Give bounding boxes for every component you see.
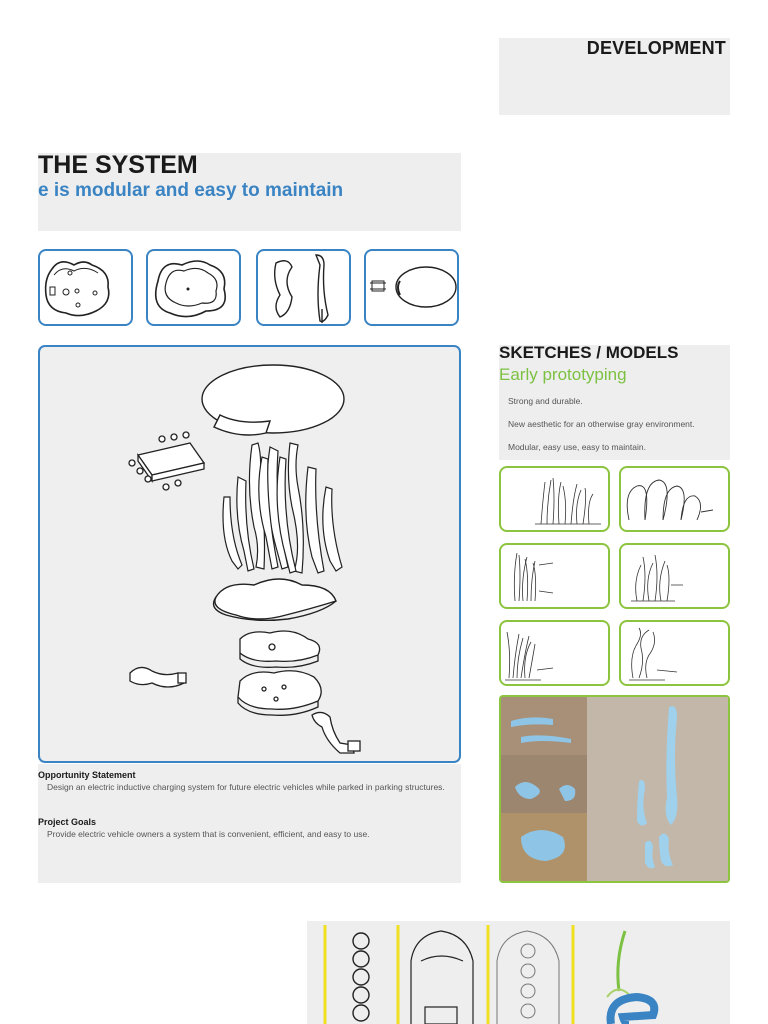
prototype-photo (501, 697, 728, 881)
pad-frame-icon (154, 260, 226, 318)
sketch-thumbnail (499, 543, 610, 609)
thumbnail-chip-and-cover (364, 249, 459, 326)
opportunity-heading: Opportunity Statement (38, 770, 136, 780)
sketches-header: SKETCHES / MODELS Early prototyping Stro… (499, 343, 730, 460)
goals-text: Provide electric vehicle owners a system… (47, 829, 370, 839)
loops-sketch-image (626, 479, 714, 521)
sketches-subtitle: Early prototyping (499, 365, 627, 384)
section-title: DEVELOPMENT (586, 38, 726, 58)
sketch-note: Strong and durable. (508, 396, 583, 406)
exploded-assembly-drawing (128, 364, 361, 754)
connector-stems-icon (273, 254, 329, 323)
wavy-stems-sketch-image (631, 554, 683, 602)
grass-sketch-image (535, 477, 601, 525)
goals-heading: Project Goals (38, 817, 97, 827)
sketch-thumbnail (499, 620, 610, 686)
thumbnail-base-plate (38, 249, 133, 326)
concept-strip-image (323, 925, 659, 1024)
curved-stems-sketch-image (629, 627, 678, 681)
stems-sketch-image (513, 552, 554, 602)
sketch-note: New aesthetic for an otherwise gray envi… (508, 419, 695, 429)
sketch-thumbnail (619, 543, 730, 609)
sketch-thumbnail (619, 466, 730, 532)
sketch-thumbnail (499, 466, 610, 532)
base-plate-icon (44, 261, 110, 317)
bottom-concept-panel (307, 921, 730, 1024)
development-header: DEVELOPMENT (499, 38, 730, 115)
thumbnail-pad-frame (146, 249, 241, 326)
sketches-title: SKETCHES / MODELS (499, 343, 679, 362)
system-subtitle: e is modular and easy to maintain (38, 180, 344, 201)
project-info-panel: Opportunity Statement Design an electric… (38, 764, 461, 883)
sketch-note: Modular, easy use, easy to maintain. (508, 442, 646, 452)
exploded-view-panel (38, 345, 461, 763)
prototype-photo-collage (499, 695, 730, 883)
system-header: THE SYSTEM e is modular and easy to main… (38, 151, 461, 231)
clustered-stems-sketch-image (505, 631, 554, 681)
system-title: THE SYSTEM (38, 151, 198, 179)
thumbnail-connector-stems (256, 249, 351, 326)
chip-and-cover-icon (370, 266, 457, 308)
opportunity-text: Design an electric inductive charging sy… (47, 782, 445, 792)
sketch-thumbnail (619, 620, 730, 686)
